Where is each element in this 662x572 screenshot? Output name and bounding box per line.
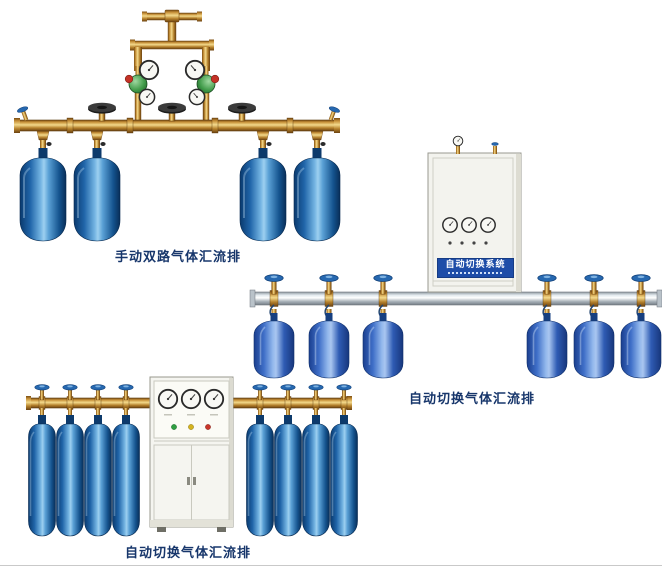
switching-cabinet [149,376,234,532]
cylinder-group-auto-right [253,304,662,379]
page-bottom-rule [0,565,662,566]
caption-auto-switch-manifold-right: 自动切换气体汇流排 [408,392,535,407]
manual-dual-manifold-illustration [14,9,341,242]
cabinet-label-subtext [448,272,503,274]
top-pipe-assembly [130,9,214,71]
cylinder-group-auto-bottom [27,408,359,537]
handwheel-valves [87,102,257,122]
main-brass-pipe [14,106,340,134]
caption-manual-dual-manifold: 手动双路气体汇流排 [114,250,241,265]
caption-auto-switch-manifold-bottom: 自动切换气体汇流排 [124,546,251,561]
cabinet-label-text: 自动切换系统 [445,260,506,270]
auto-switch-cabinet-manifold-illustration [26,376,359,537]
cabinet-label-plate: 自动切换系统 [437,258,514,278]
cylinder-group-manual [19,130,341,242]
aluminum-manifold-pipe [249,289,662,308]
